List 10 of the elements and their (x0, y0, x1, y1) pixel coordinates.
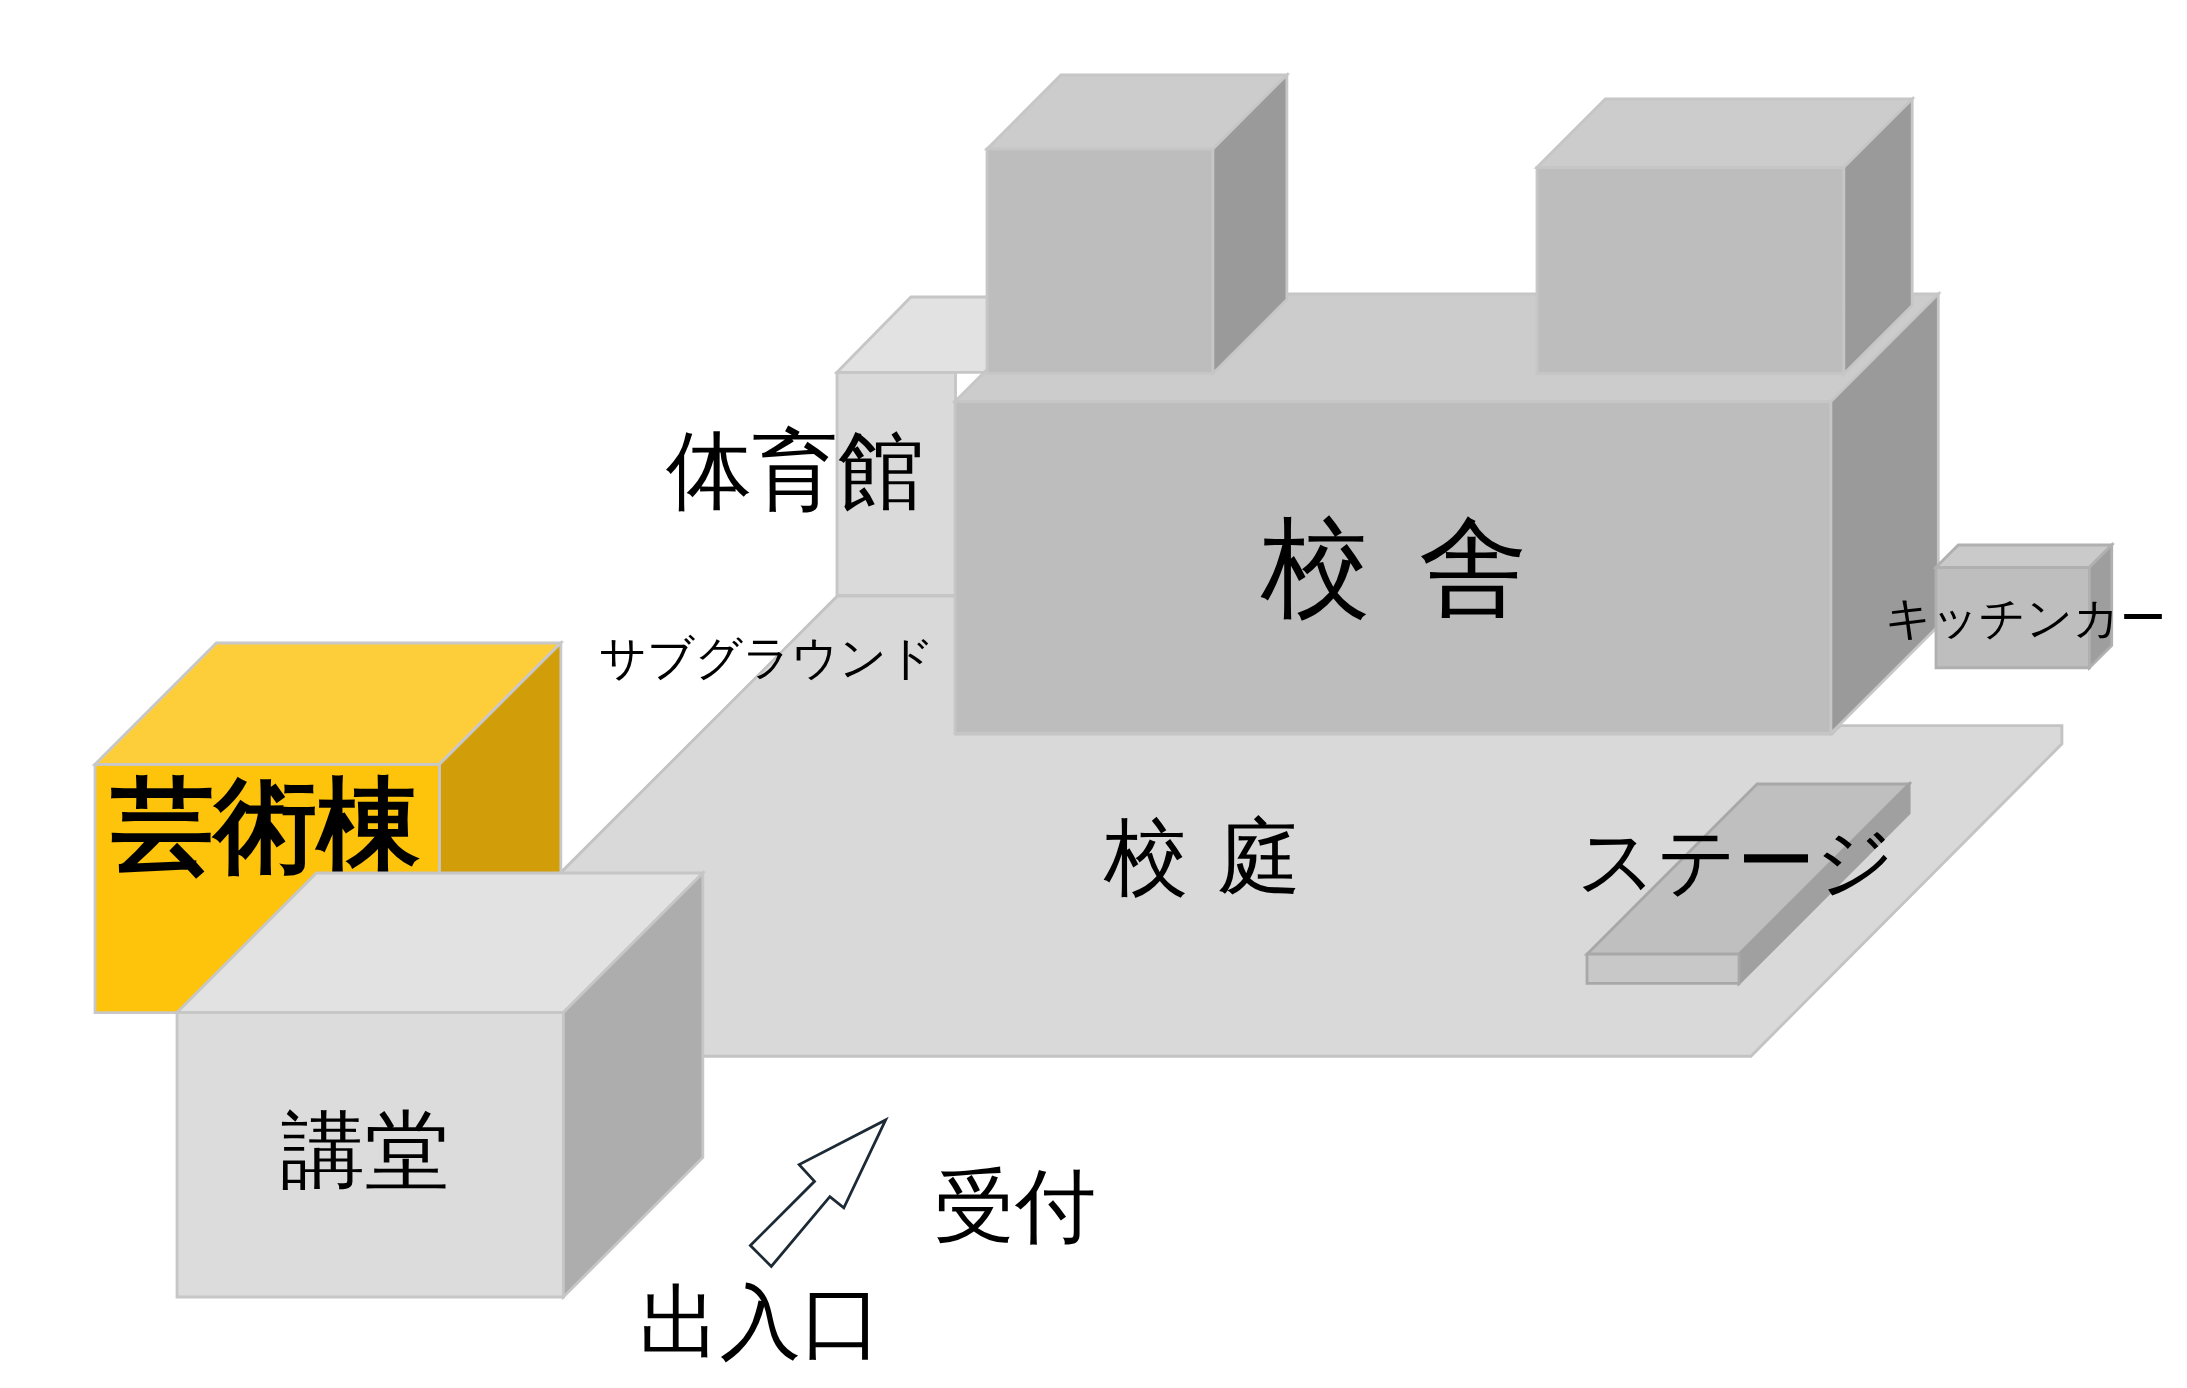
area-label: サブグラウンド (599, 634, 936, 683)
building-label: 講堂 (281, 1108, 450, 1193)
building-label: 校舎 (1260, 513, 1578, 623)
building-label: 芸術棟 (110, 774, 420, 878)
reception-label: 受付 (934, 1166, 1097, 1247)
building-label: ステージ (1577, 821, 1896, 900)
building-label: キッチンカー (1884, 594, 2166, 641)
entrance-label: 出入口 (638, 1281, 882, 1363)
building-label: 校庭 (1102, 815, 1331, 900)
building-label: 体育館 (666, 426, 925, 514)
